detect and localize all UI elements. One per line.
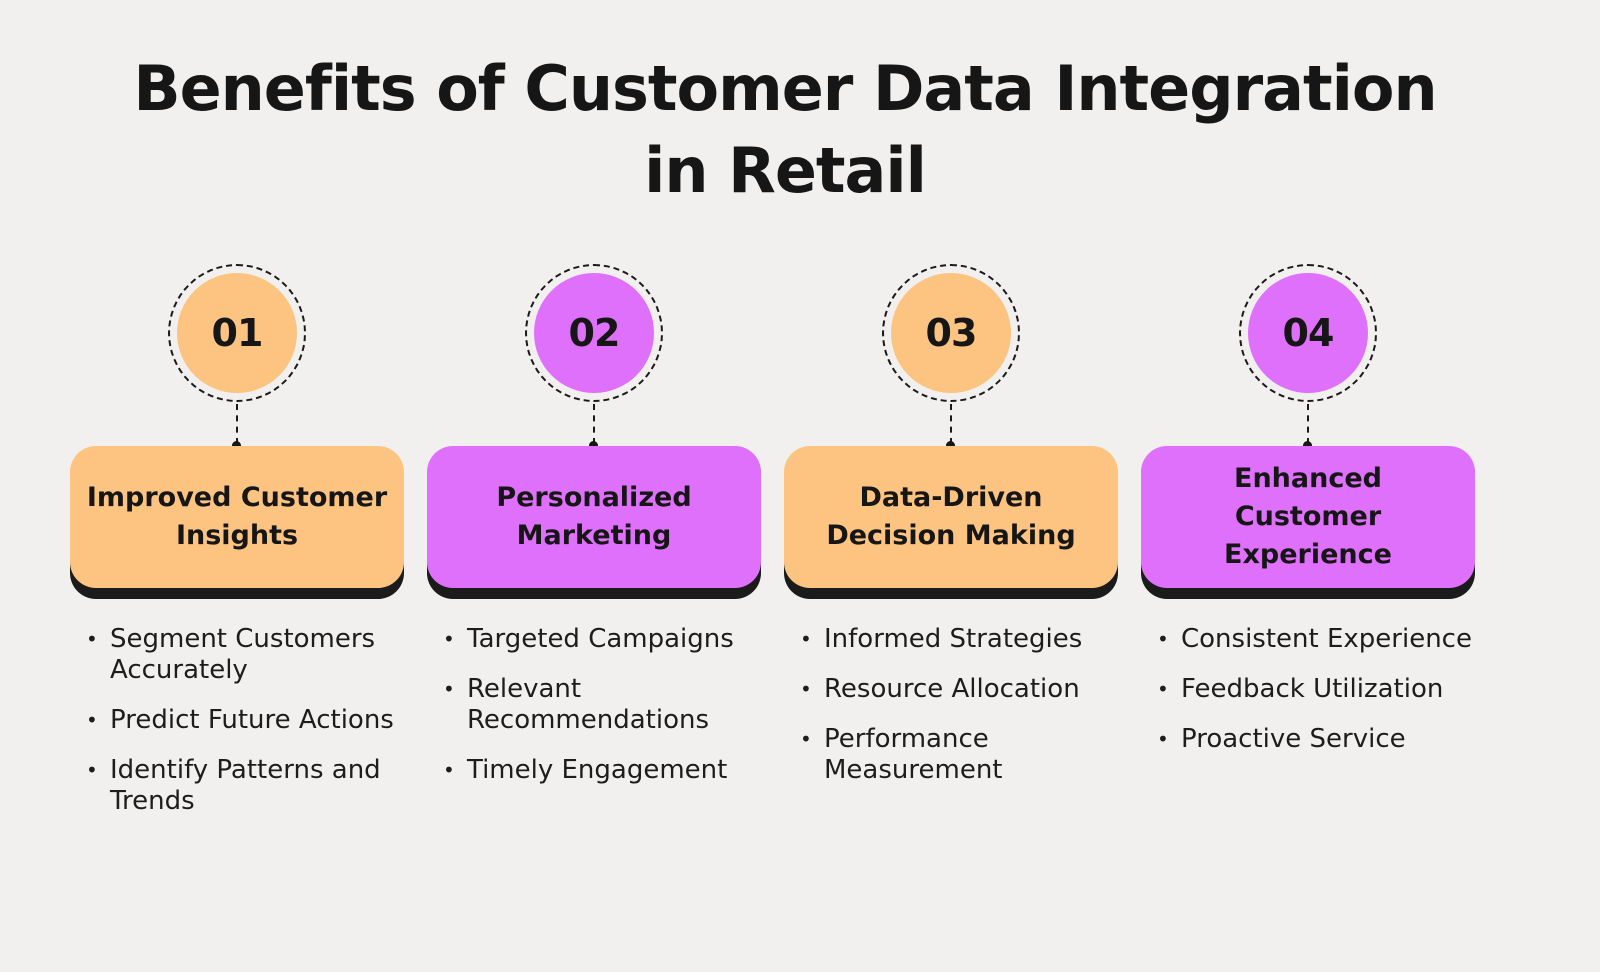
bullet-text: Feedback Utilization	[1181, 674, 1444, 704]
bullet-dot-icon: •	[1157, 677, 1169, 701]
benefit-heading: Improved Customer Insights	[70, 446, 404, 588]
title-line-2: in Retail	[644, 134, 927, 207]
benefit-bullet-list: • Consistent Experience • Feedback Utiliza…	[1157, 624, 1481, 774]
bullet-text: Informed Strategies	[824, 624, 1083, 654]
bullet-text: Performance Measurement	[824, 724, 1003, 785]
dashed-ring	[1239, 264, 1377, 402]
bullet-item: • Consistent Experience	[1157, 624, 1481, 655]
benefit-card-4: 04 Enhanced Customer Experience • Consist…	[1141, 260, 1481, 880]
title-line-1: Benefits of Customer Data Integration	[133, 52, 1437, 125]
step-number-badge: 02	[534, 273, 654, 393]
bullet-item: • Identify Patterns and Trends	[86, 755, 410, 817]
bullet-item: • Informed Strategies	[800, 624, 1124, 655]
benefit-heading: Enhanced Customer Experience	[1141, 446, 1475, 588]
step-number-badge: 01	[177, 273, 297, 393]
bullet-text: Identify Patterns and Trends	[110, 755, 381, 816]
bullet-dot-icon: •	[86, 708, 98, 732]
step-number-badge: 03	[891, 273, 1011, 393]
dashed-connector	[236, 404, 238, 444]
bullet-text: Targeted Campaigns	[467, 624, 734, 654]
dashed-connector	[593, 404, 595, 444]
bullet-dot-icon: •	[86, 627, 98, 651]
benefit-heading: Data-Driven Decision Making	[784, 446, 1118, 588]
bullet-text: Consistent Experience	[1181, 624, 1472, 654]
bullet-dot-icon: •	[1157, 727, 1169, 751]
dashed-connector	[950, 404, 952, 444]
bullet-text: Resource Allocation	[824, 674, 1080, 704]
bullet-item: • Resource Allocation	[800, 674, 1124, 705]
bullet-dot-icon: •	[443, 627, 455, 651]
bullet-text: Predict Future Actions	[110, 705, 394, 735]
dashed-ring	[525, 264, 663, 402]
bullet-dot-icon: •	[1157, 627, 1169, 651]
dashed-ring	[168, 264, 306, 402]
connector-dot	[1303, 441, 1312, 450]
bullet-item: • Performance Measurement	[800, 724, 1124, 786]
bullet-dot-icon: •	[800, 677, 812, 701]
bullet-text: Proactive Service	[1181, 724, 1406, 754]
bullet-item: • Proactive Service	[1157, 724, 1481, 755]
benefit-card-3: 03 Data-Driven Decision Making • Informed…	[784, 260, 1124, 880]
bullet-text: Timely Engagement	[467, 755, 728, 785]
connector-dot	[589, 441, 598, 450]
bullet-item: • Feedback Utilization	[1157, 674, 1481, 705]
benefit-bullet-list: • Informed Strategies • Resource Allocatio…	[800, 624, 1124, 805]
connector-dot	[946, 441, 955, 450]
connector-dot	[232, 441, 241, 450]
benefit-bullet-list: • Segment Customers Accurately • Predict F…	[86, 624, 410, 836]
bullet-text: Segment Customers Accurately	[110, 624, 376, 685]
step-number-badge: 04	[1248, 273, 1368, 393]
benefit-card-2: 02 Personalized Marketing • Targeted Camp…	[427, 260, 767, 880]
bullet-item: • Predict Future Actions	[86, 705, 410, 736]
bullet-item: • Relevant Recommendations	[443, 674, 767, 736]
bullet-text: Relevant Recommendations	[467, 674, 710, 735]
benefit-heading: Personalized Marketing	[427, 446, 761, 588]
bullet-item: • Timely Engagement	[443, 755, 767, 786]
bullet-dot-icon: •	[800, 627, 812, 651]
benefit-bullet-list: • Targeted Campaigns • Relevant Recommenda…	[443, 624, 767, 805]
dashed-ring	[882, 264, 1020, 402]
bullet-dot-icon: •	[800, 727, 812, 751]
bullet-dot-icon: •	[443, 758, 455, 782]
bullet-item: • Targeted Campaigns	[443, 624, 767, 655]
dashed-connector	[1307, 404, 1309, 444]
page-title: Benefits of Customer Data Integration in…	[0, 48, 1570, 212]
bullet-item: • Segment Customers Accurately	[86, 624, 410, 686]
bullet-dot-icon: •	[86, 758, 98, 782]
bullet-dot-icon: •	[443, 677, 455, 701]
benefit-card-1: 01 Improved Customer Insights • Segment C…	[70, 260, 410, 880]
